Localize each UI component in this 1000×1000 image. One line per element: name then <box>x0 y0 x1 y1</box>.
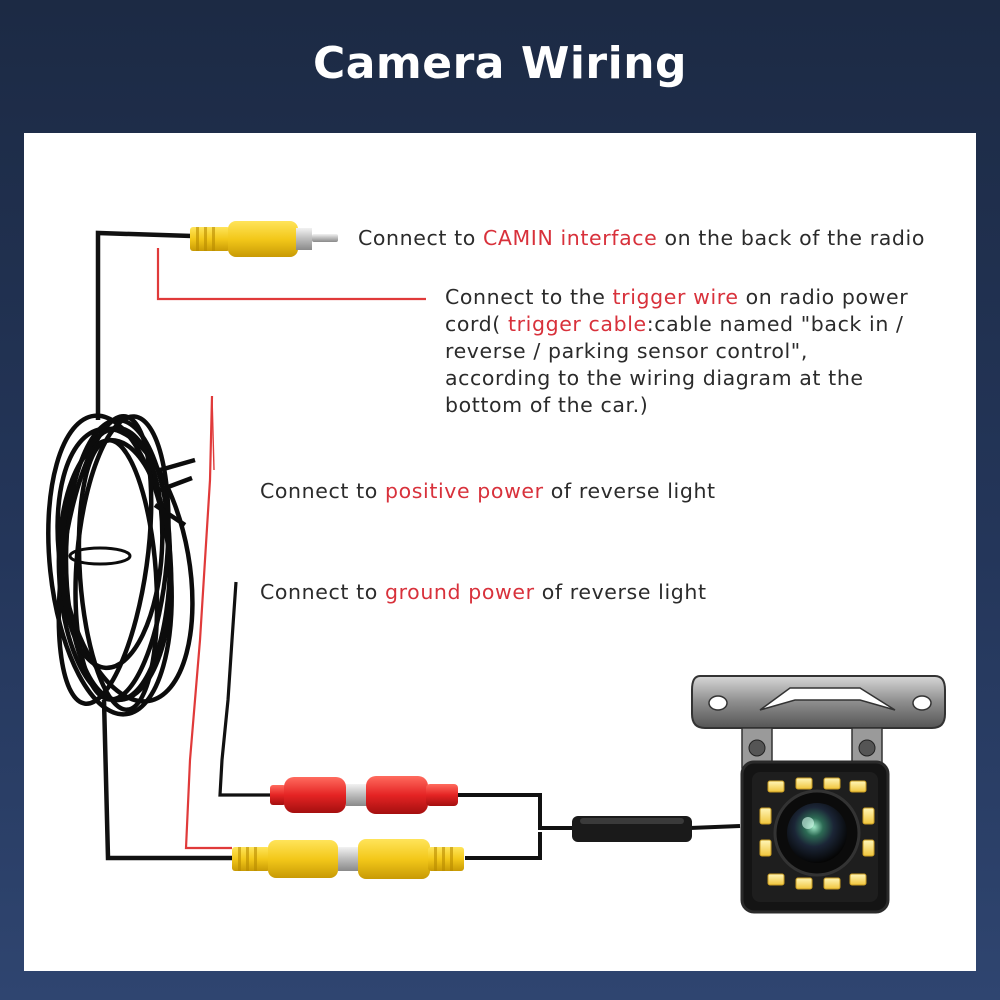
rca-connector-bottom <box>232 839 464 879</box>
label-trigger-line3: reverse / parking sensor control", <box>445 339 808 363</box>
label-trigger: Connect to the trigger wire on radio pow… <box>445 284 908 419</box>
label-trigger-line2: cord( trigger cable:cable named "back in… <box>445 312 904 336</box>
label-trigger-line1: Connect to the trigger wire on radio pow… <box>445 285 909 309</box>
page-title: Camera Wiring <box>312 38 688 89</box>
power-connector <box>270 776 458 814</box>
rca-connector-top <box>190 221 338 257</box>
positive-wire <box>184 395 232 850</box>
label-positive: Connect to positive power of reverse lig… <box>260 479 716 503</box>
camera-cable <box>458 793 741 830</box>
mounting-bracket <box>691 675 946 769</box>
trigger-wire <box>156 248 426 301</box>
main-cable <box>95 230 193 420</box>
camera-lens <box>787 803 847 863</box>
coiled-cable <box>46 413 196 717</box>
label-trigger-line4: according to the wiring diagram at the <box>445 366 864 390</box>
camera-body <box>740 760 890 914</box>
label-trigger-line5: bottom of the car.) <box>445 393 649 417</box>
ground-wire <box>218 581 282 797</box>
label-camin: Connect to CAMIN interface on the back o… <box>358 226 925 250</box>
label-ground: Connect to ground power of reverse light <box>260 580 707 604</box>
